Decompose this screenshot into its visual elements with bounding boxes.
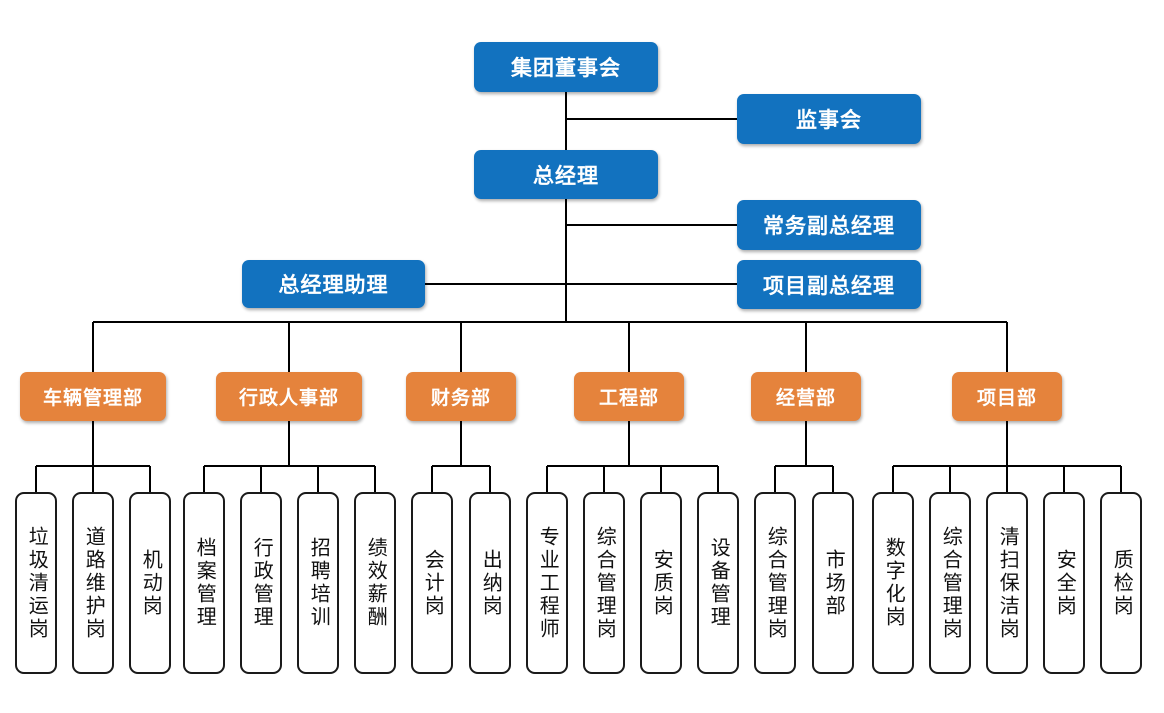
leaf-post[interactable]: 数字化岗 <box>872 492 914 674</box>
leaf-post[interactable]: 会计岗 <box>411 492 453 674</box>
leaf-post[interactable]: 清扫保洁岗 <box>986 492 1028 674</box>
node-department-engineering-label: 工程部 <box>598 388 659 409</box>
leaf-post-label: 绩效薪酬 <box>364 537 387 629</box>
node-department-operations[interactable]: 经营部 <box>751 372 861 421</box>
node-department-engineering[interactable]: 工程部 <box>574 372 684 421</box>
node-project-deputy-general-manager[interactable]: 项目副总经理 <box>737 260 921 309</box>
leaf-post[interactable]: 设备管理 <box>697 492 739 674</box>
leaf-post-label: 设备管理 <box>707 537 730 629</box>
leaf-post[interactable]: 档案管理 <box>183 492 225 674</box>
node-executive-deputy-general-manager-label: 常务副总经理 <box>763 215 895 238</box>
leaf-post[interactable]: 机动岗 <box>129 492 171 674</box>
leaf-post[interactable]: 综合管理岗 <box>754 492 796 674</box>
node-department-project-label: 项目部 <box>976 388 1037 409</box>
node-department-vehicle-management-label: 车辆管理部 <box>42 388 143 409</box>
node-department-admin-hr-label: 行政人事部 <box>238 388 339 409</box>
leaf-post[interactable]: 市场部 <box>812 492 854 674</box>
leaf-post-label: 安质岗 <box>650 548 673 618</box>
leaf-post[interactable]: 垃圾清运岗 <box>15 492 57 674</box>
leaf-post-label: 综合管理岗 <box>939 525 962 641</box>
leaf-post-label: 专业工程师 <box>536 525 559 641</box>
leaf-post-label: 综合管理岗 <box>764 525 787 641</box>
leaf-post-label: 清扫保洁岗 <box>996 525 1019 641</box>
node-supervisory-board-label: 监事会 <box>796 109 862 132</box>
node-general-manager-label: 总经理 <box>533 164 599 188</box>
leaf-post-label: 出纳岗 <box>479 548 502 618</box>
node-general-manager-assistant[interactable]: 总经理助理 <box>242 260 425 308</box>
leaf-post[interactable]: 综合管理岗 <box>583 492 625 674</box>
node-project-deputy-general-manager-label: 项目副总经理 <box>763 274 895 298</box>
leaf-post-label: 综合管理岗 <box>593 525 616 641</box>
leaf-post[interactable]: 道路维护岗 <box>72 492 114 674</box>
leaf-post-label: 安全岗 <box>1053 548 1076 618</box>
node-department-operations-label: 经营部 <box>775 388 836 409</box>
leaf-post[interactable]: 绩效薪酬 <box>354 492 396 674</box>
leaf-post[interactable]: 招聘培训 <box>297 492 339 674</box>
leaf-post[interactable]: 质检岗 <box>1100 492 1142 674</box>
leaf-post-label: 机动岗 <box>139 548 162 618</box>
leaf-post-label: 行政管理 <box>250 537 273 629</box>
leaf-post-label: 数字化岗 <box>882 537 905 629</box>
node-executive-deputy-general-manager[interactable]: 常务副总经理 <box>737 200 921 250</box>
leaf-post[interactable]: 专业工程师 <box>526 492 568 674</box>
node-supervisory-board[interactable]: 监事会 <box>737 94 921 144</box>
leaf-post-label: 招聘培训 <box>307 537 330 629</box>
leaf-post[interactable]: 行政管理 <box>240 492 282 674</box>
node-general-manager[interactable]: 总经理 <box>474 150 658 199</box>
node-department-admin-hr[interactable]: 行政人事部 <box>216 372 362 421</box>
node-department-vehicle-management[interactable]: 车辆管理部 <box>20 372 166 421</box>
node-department-finance-label: 财务部 <box>430 388 491 409</box>
leaf-post-label: 道路维护岗 <box>82 525 105 641</box>
leaf-post[interactable]: 综合管理岗 <box>929 492 971 674</box>
leaf-post-label: 市场部 <box>822 548 845 618</box>
leaf-post[interactable]: 出纳岗 <box>469 492 511 674</box>
node-department-finance[interactable]: 财务部 <box>406 372 516 421</box>
leaf-post[interactable]: 安全岗 <box>1043 492 1085 674</box>
leaf-post-label: 档案管理 <box>193 537 216 629</box>
leaf-post-label: 会计岗 <box>421 548 444 618</box>
leaf-post-label: 质检岗 <box>1110 548 1133 618</box>
node-board-of-directors[interactable]: 集团董事会 <box>474 42 658 92</box>
leaf-post[interactable]: 安质岗 <box>640 492 682 674</box>
node-general-manager-assistant-label: 总经理助理 <box>278 274 389 297</box>
leaf-post-label: 垃圾清运岗 <box>25 525 48 641</box>
node-department-project[interactable]: 项目部 <box>952 372 1062 421</box>
node-board-of-directors-label: 集团董事会 <box>511 57 621 80</box>
